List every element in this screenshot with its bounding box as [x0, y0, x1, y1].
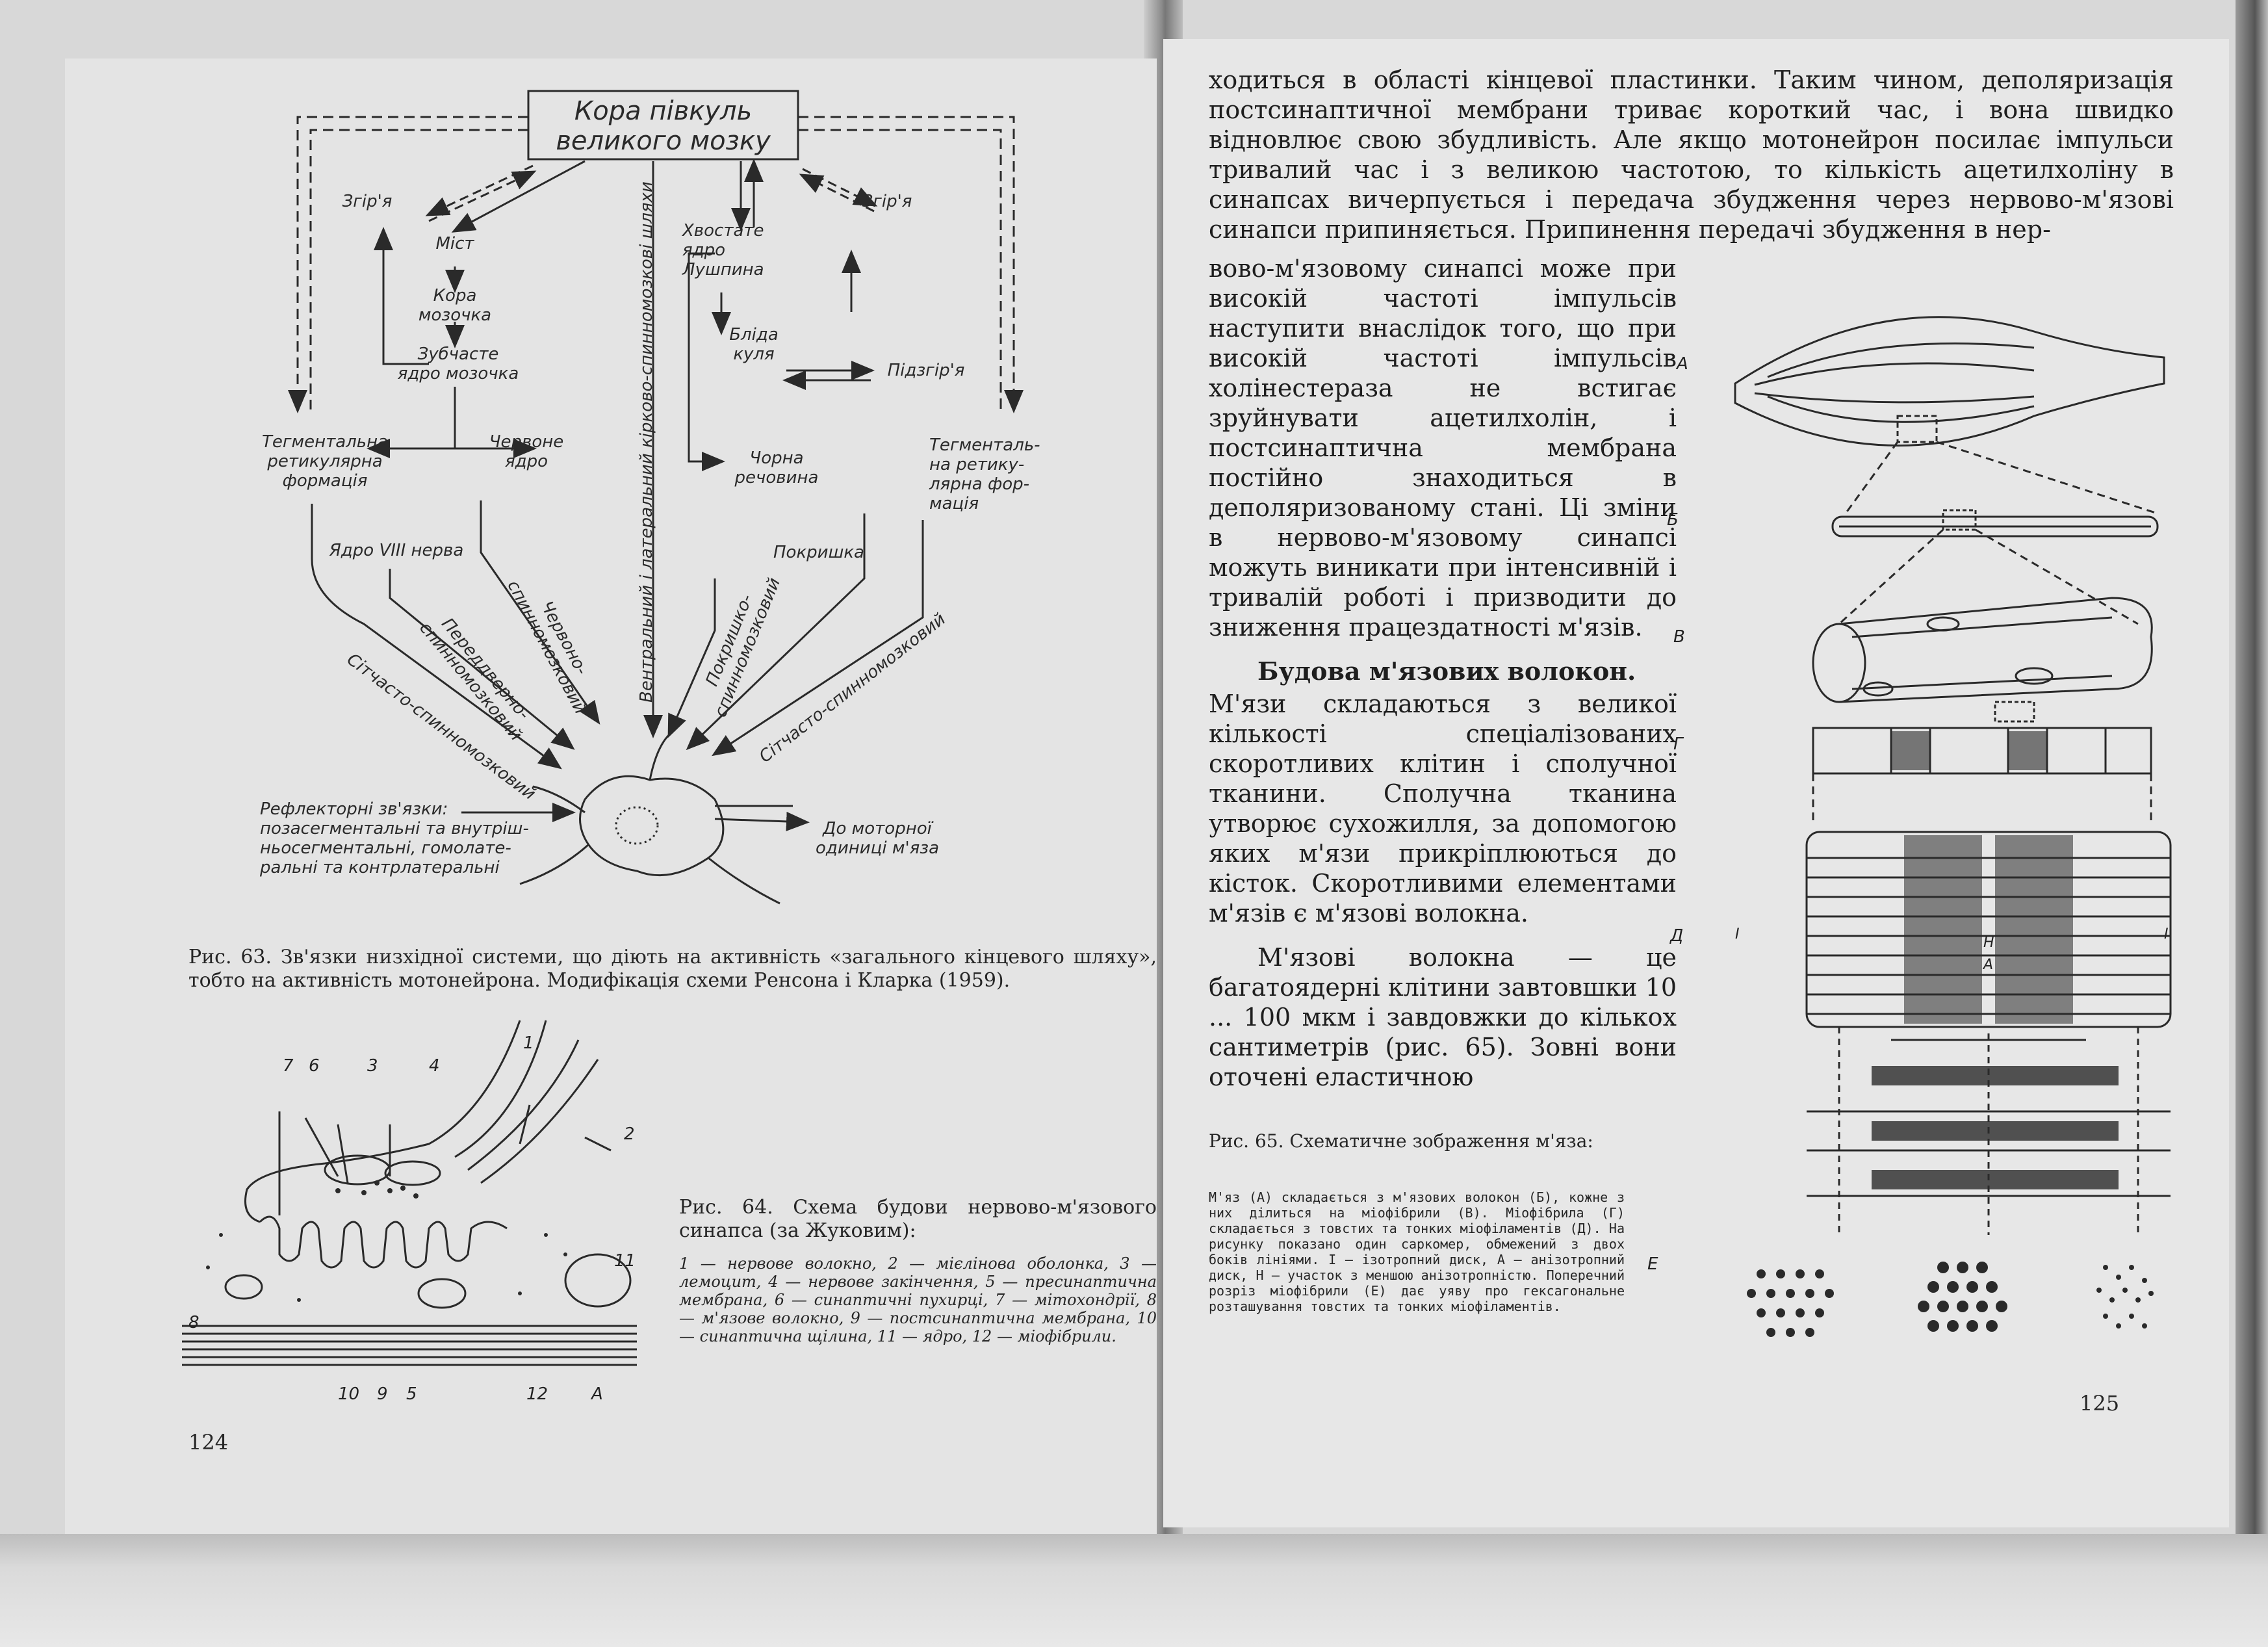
fig63-kora-mozochka: Кора мозочка — [418, 286, 492, 325]
caption-fig65-text: М'яз (А) складається з м'язових волокон … — [1209, 1189, 1625, 1314]
fig64-label-4: 4 — [429, 1056, 440, 1076]
fig63-yadro-viii: Ядро VIII нерва — [329, 541, 464, 560]
section-heading: Будова м'язових волокон. — [1257, 656, 1636, 686]
left-page: Кора півкуль великого мозку Згір'я Міст … — [65, 58, 1157, 1534]
caption-fig64-text: 1 — нервове волокно, 2 — мієлінова оболо… — [679, 1254, 1157, 1345]
fig63-diagram — [288, 90, 1024, 905]
fig65-label-a: А — [1677, 354, 1688, 374]
scan-bottom-edge — [0, 1534, 2268, 1647]
fig64-label-2: 2 — [624, 1124, 635, 1144]
fig64-label-11: 11 — [614, 1251, 636, 1271]
body-text-column-1: вово-м'язовому синапсі може при високій … — [1209, 254, 1677, 642]
fig65-band-i-left: I — [1735, 926, 1740, 942]
fig63-zubchaste: Зубчасте ядро мозочка — [397, 344, 519, 383]
body-text-top: ходиться в області кінцевої пластинки. Т… — [1209, 66, 2174, 244]
fig63-red-nucleus: Червоне ядро — [489, 432, 564, 471]
fig63-pokryshka: Покришка — [773, 543, 864, 562]
fig63-tegm-right: Тегменталь- на ретику- лярна фор- мація — [929, 435, 1040, 513]
fig64-label-a: А — [591, 1384, 603, 1404]
fig64-label-8: 8 — [188, 1313, 200, 1332]
fig65-label-d: Д — [1670, 926, 1684, 946]
fig65-label-v: В — [1673, 627, 1685, 647]
fig64-label-7: 7 — [283, 1056, 294, 1076]
fig63-zgirya-right: Згір'я — [862, 192, 912, 211]
fig64-label-12: 12 — [526, 1384, 548, 1404]
body-text-column-2: М'язи складаються з великої кількості сп… — [1209, 690, 1677, 927]
fig64-label-10: 10 — [338, 1384, 360, 1404]
fig63-pidzgirya: Підзгір'я — [887, 361, 965, 380]
fig63-blida: Бліда куля — [729, 325, 779, 364]
caption-fig65-title: Рис. 65. Схематичне зображення м'яза: — [1209, 1130, 1593, 1152]
fig63-cortex-box: Кора півкуль великого мозку — [556, 96, 771, 156]
fig64-label-6: 6 — [309, 1056, 320, 1076]
fig63-chorna: Чорна речовина — [734, 448, 819, 487]
page-edge — [2236, 0, 2268, 1647]
fig63-tract-cortico: Вентральний і латеральний кірково-спинно… — [637, 181, 656, 703]
fig64-label-5: 5 — [406, 1384, 417, 1404]
fig65-label-b: Б — [1667, 510, 1679, 530]
fig65-label-g: Г — [1673, 734, 1683, 754]
fig65-band-h: H — [1983, 935, 1994, 951]
page-number-left: 124 — [188, 1430, 229, 1455]
page-number-right: 125 — [2080, 1391, 2120, 1416]
fig65-band-a: A — [1983, 957, 1994, 973]
fig65-label-e: Е — [1647, 1254, 1658, 1274]
fig63-tegm-left: Тегментальна ретикулярна формація — [261, 432, 389, 491]
fig64-label-9: 9 — [377, 1384, 388, 1404]
fig65-band-i-right: I — [2164, 926, 2169, 942]
fig63-zgirya-left: Згір'я — [342, 192, 393, 211]
right-page: ходиться в області кінцевої пластинки. Т… — [1163, 39, 2229, 1527]
fig64-synapse-diagram — [182, 1020, 637, 1366]
fig64-label-1: 1 — [523, 1033, 534, 1053]
fig63-khvostate: Хвостате ядро Лушпина — [682, 221, 764, 279]
caption-fig63: Рис. 63. Зв'язки низхідної системи, що д… — [188, 946, 1157, 992]
fig64-label-3: 3 — [367, 1056, 378, 1076]
fig63-reflex: Рефлекторні зв'язки: позасегментальні та… — [260, 799, 529, 877]
body-text-column-3: М'язові волокна — це багатоядерні клітин… — [1209, 943, 1677, 1091]
fig63-motor-unit: До моторної одиниці м'яза — [815, 819, 940, 858]
fig65-muscle-diagram — [1734, 316, 2172, 1337]
fig63-mist: Міст — [435, 234, 474, 253]
caption-fig64-title: Рис. 64. Схема будови нервово-м'язового … — [679, 1196, 1157, 1242]
